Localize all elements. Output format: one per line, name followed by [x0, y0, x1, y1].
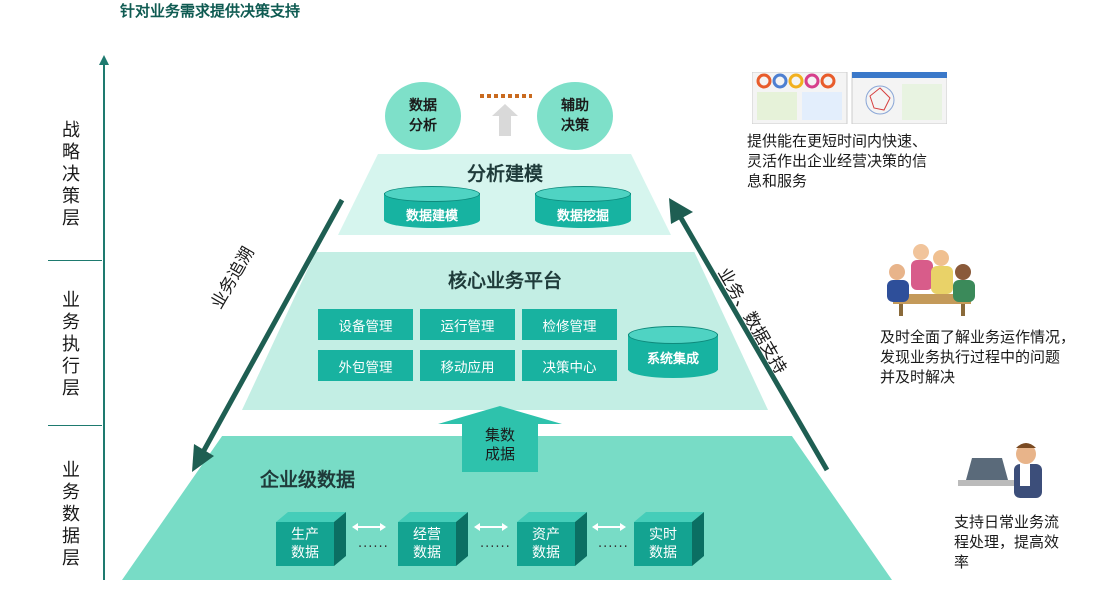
- circle-data-analysis: 数据 分析: [385, 82, 461, 150]
- core-platform-title: 核心业务平台: [447, 270, 562, 292]
- connector-dots: ......: [358, 536, 389, 551]
- connector-dots: ......: [480, 536, 511, 551]
- description-strategic: 提供能在更短时间内快速、 灵活作出企业经营决策的信 息和服务: [747, 132, 928, 190]
- module-equipment-management: 设备管理: [318, 309, 413, 340]
- office-worker-icon: [958, 443, 1042, 498]
- module-outsourcing-management: 外包管理: [318, 350, 413, 381]
- module-mobile-application: 移动应用: [420, 350, 515, 381]
- layer-data: 业务数据层: [62, 460, 80, 569]
- block-operation-data: 经营 数据: [398, 512, 468, 566]
- double-arrow-icon: [592, 523, 626, 531]
- description-data: 支持日常业务流 程处理，提高效 率: [954, 513, 1060, 571]
- team-meeting-icon: [887, 244, 975, 316]
- vertical-axis-arrow: [99, 55, 109, 580]
- circle-decision-support: 辅助 决策: [537, 82, 613, 150]
- description-execution: 及时全面了解业务运作情况， 发现业务执行过程中的问题 并及时解决: [880, 328, 1076, 386]
- module-operation-management: 运行管理: [420, 309, 515, 340]
- dashboard-thumbnail-icon: [752, 72, 947, 124]
- double-arrow-icon: [474, 523, 508, 531]
- block-asset-data: 资产 数据: [517, 512, 587, 566]
- cylinder-system-integration: 系统集成: [628, 326, 718, 378]
- analysis-modeling-title: 分析建模: [466, 163, 543, 185]
- cylinder-data-modeling: 数据建模: [384, 186, 480, 228]
- block-realtime-data: 实时 数据: [634, 512, 704, 566]
- module-maintenance-management: 检修管理: [522, 309, 617, 340]
- module-decision-center: 决策中心: [522, 350, 617, 381]
- layer-divider: [48, 425, 102, 426]
- double-arrow-icon: [352, 523, 386, 531]
- connector-dots: ......: [598, 536, 629, 551]
- up-arrow-icon: [492, 104, 518, 136]
- support-arrow: [669, 198, 830, 472]
- layer-strategic: 战略决策层: [62, 120, 80, 229]
- diagram-title: 针对业务需求提供决策支持: [119, 2, 300, 20]
- cylinder-data-mining: 数据挖掘: [535, 186, 631, 228]
- layer-execution: 业务执行层: [62, 290, 80, 399]
- block-production-data: 生产 数据: [276, 512, 346, 566]
- data-integration-label: 集数 成据: [484, 426, 515, 463]
- enterprise-data-title: 企业级数据: [259, 469, 355, 491]
- circle-label: 数据 分析: [409, 98, 437, 134]
- data-integration-arrow: [438, 406, 562, 472]
- trace-back-arrow: [192, 198, 345, 472]
- layer-divider: [48, 260, 102, 261]
- dashed-connector: [480, 94, 532, 98]
- circle-label: 辅助 决策: [561, 98, 589, 134]
